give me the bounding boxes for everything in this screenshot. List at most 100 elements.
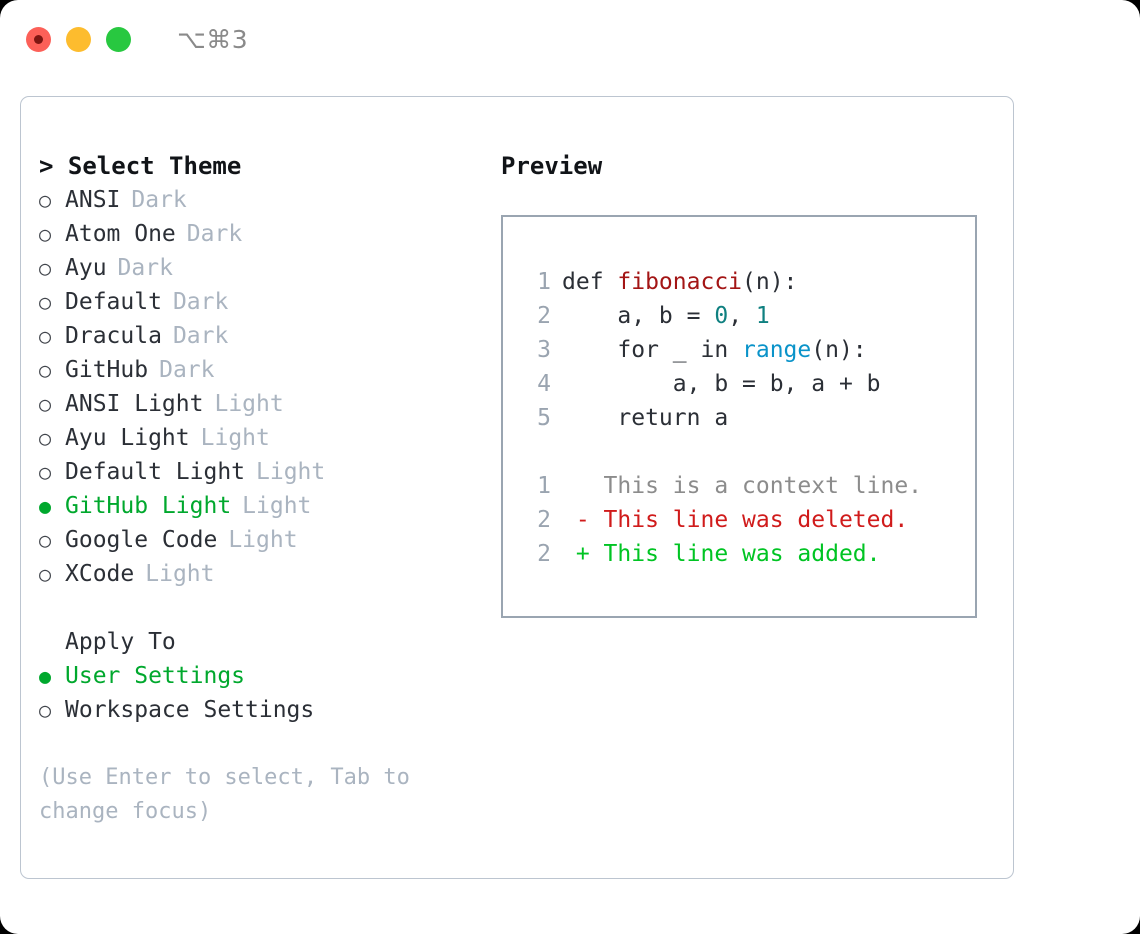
radio-icon: ○: [39, 290, 52, 314]
radio-icon: ○: [39, 358, 52, 382]
theme-variant-tag: Dark: [186, 221, 243, 247]
apply-to-option-label: Workspace Settings: [65, 697, 315, 723]
code-line: 2 a, b = 0, 1: [523, 299, 975, 333]
close-button[interactable]: [26, 26, 51, 52]
radio-icon: ○: [39, 256, 52, 280]
title-bar: ⌥⌘3: [0, 0, 1140, 78]
radio-icon: ○: [39, 460, 52, 484]
theme-variant-tag: Light: [242, 493, 312, 519]
apply-to-option-user-settings[interactable]: ●User Settings: [39, 659, 479, 693]
radio-icon: ○: [39, 324, 52, 348]
theme-variant-tag: Dark: [172, 323, 229, 349]
diff-line: 2 + This line was added.: [523, 537, 975, 571]
list-spacer: [39, 591, 479, 625]
theme-option-label: ANSI: [65, 187, 121, 213]
line-number: 2: [537, 541, 551, 567]
diff-marker: -: [562, 507, 604, 533]
code-line: 4 a, b = b, a + b: [523, 367, 975, 401]
code-token: for _ in: [562, 337, 743, 363]
theme-variant-tag: Dark: [159, 357, 215, 383]
theme-option-label: Dracula: [65, 323, 162, 349]
theme-option-ansi-light[interactable]: ○ ANSI Light Light: [39, 387, 479, 421]
apply-to-header: Apply To: [65, 629, 176, 655]
keyboard-hint: (Use Enter to select, Tab to change focu…: [39, 761, 459, 829]
code-token: return a: [562, 405, 729, 431]
preview-title: Preview: [501, 152, 603, 180]
theme-option-label: XCode: [65, 561, 135, 587]
diff-line: 2 - This line was deleted.: [523, 503, 975, 537]
radio-selected-icon: ●: [39, 664, 52, 688]
radio-icon: ○: [39, 562, 52, 586]
theme-option-label: Ayu: [65, 255, 107, 281]
code-token: fibonacci: [617, 269, 743, 295]
diff-text: This is a context line.: [603, 473, 923, 499]
close-icon: [34, 34, 43, 44]
radio-icon: ○: [39, 188, 52, 212]
theme-option-github[interactable]: ○ GitHub Dark: [39, 353, 479, 387]
theme-option-label: Default Light: [65, 459, 246, 485]
code-line: 3 for _ in range(n):: [523, 333, 975, 367]
theme-option-label: GitHub: [65, 357, 149, 383]
theme-option-label: GitHub Light: [65, 493, 232, 519]
theme-variant-tag: Light: [228, 527, 298, 553]
diff-line: 1 This is a context line.: [523, 469, 975, 503]
code-token: ,: [728, 303, 756, 329]
window-controls: [26, 26, 131, 52]
line-number: 2: [537, 303, 551, 329]
radio-icon: ○: [39, 222, 52, 246]
radio-icon: ○: [39, 426, 52, 450]
code-token: 1: [755, 303, 770, 329]
hint-line-1: (Use Enter to select, Tab to: [39, 765, 410, 790]
theme-option-google-code[interactable]: ○ Google Code Light: [39, 523, 479, 557]
diff-sample: 1 This is a context line.2 - This line w…: [523, 469, 975, 571]
theme-option-label: Google Code: [65, 527, 218, 553]
theme-list-header: > Select Theme: [39, 149, 479, 183]
line-number: 3: [537, 337, 551, 363]
theme-option-default-light[interactable]: ○ Default Light Light: [39, 455, 479, 489]
line-number: 4: [537, 371, 551, 397]
radio-icon: ○: [39, 698, 52, 722]
line-number: 1: [537, 269, 551, 295]
diff-marker: +: [562, 541, 604, 567]
diff-marker: [562, 469, 604, 503]
code-token: a, b =: [562, 303, 715, 329]
theme-option-dracula[interactable]: ○ Dracula Dark: [39, 319, 479, 353]
code-token: 0: [714, 303, 729, 329]
radio-icon: ○: [39, 392, 52, 416]
keyboard-shortcut-label: ⌥⌘3: [177, 24, 249, 54]
apply-to-option-workspace-settings[interactable]: ○ Workspace Settings: [39, 693, 479, 727]
theme-variant-tag: Dark: [131, 187, 187, 213]
radio-icon: ○: [39, 528, 52, 552]
maximize-button[interactable]: [106, 26, 131, 52]
preview-gap: [523, 435, 975, 469]
theme-option-label: ANSI Light: [65, 391, 204, 417]
hint-line-2: change focus): [39, 799, 212, 824]
caret-icon: >: [39, 152, 54, 180]
theme-variant-tag: Light: [200, 425, 270, 451]
theme-variant-tag: Light: [256, 459, 326, 485]
theme-option-ansi[interactable]: ○ ANSI Dark: [39, 183, 479, 217]
apply-to-list: ●User Settings ○ Workspace Settings: [39, 659, 479, 727]
line-number: 5: [537, 405, 551, 431]
code-token: a, b = b, a + b: [562, 371, 881, 397]
minimize-button[interactable]: [66, 26, 91, 52]
line-number: 1: [537, 473, 551, 499]
code-line: 5 return a: [523, 401, 975, 435]
code-token: (n):: [811, 337, 867, 363]
theme-variant-tag: Light: [214, 391, 284, 417]
diff-text: This line was deleted.: [603, 507, 909, 533]
